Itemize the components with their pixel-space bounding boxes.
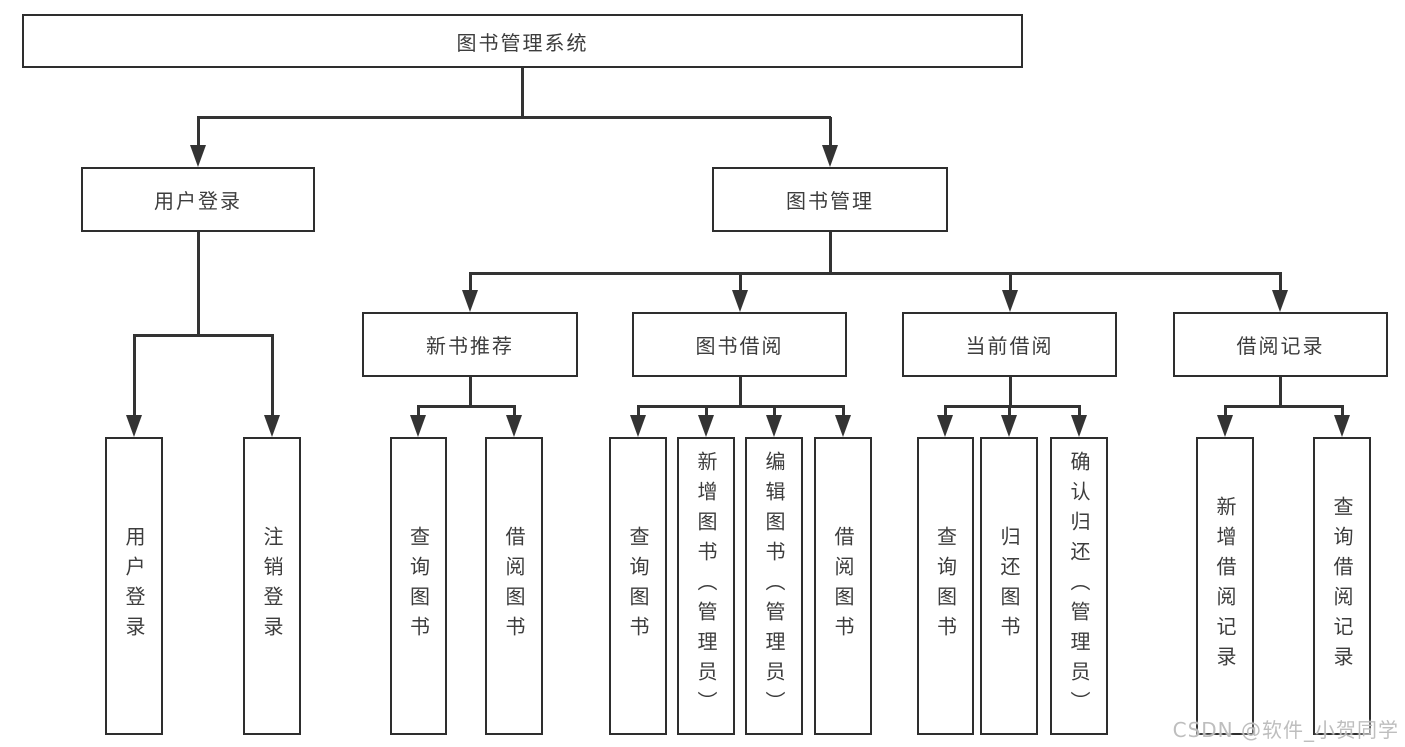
connector-horizontal-line <box>417 405 516 408</box>
connector-vertical-line <box>773 406 776 417</box>
leaf-query-books-borrow: 查询图书 <box>609 437 667 735</box>
node-user-login: 用户登录 <box>81 167 315 232</box>
connector-vertical-line <box>469 377 472 408</box>
connector-horizontal-line <box>133 334 274 337</box>
down-arrowhead-icon <box>766 415 782 437</box>
leaf-confirm-return-admin: 确认归还（管理员） <box>1050 437 1108 735</box>
connector-vertical-line <box>829 232 832 275</box>
connector-vertical-line <box>1341 406 1344 417</box>
connector-vertical-line <box>271 335 274 417</box>
connector-vertical-line <box>1009 273 1012 292</box>
node-new-book-recommendation: 新书推荐 <box>362 312 578 377</box>
connector-vertical-line <box>417 406 420 417</box>
connector-vertical-line <box>197 232 200 337</box>
connector-vertical-line <box>705 406 708 417</box>
down-arrowhead-icon <box>1002 290 1018 312</box>
connector-vertical-line <box>1224 406 1227 417</box>
node-current-borrowing: 当前借阅 <box>902 312 1117 377</box>
leaf-edit-books-admin: 编辑图书（管理员） <box>745 437 803 735</box>
node-book-borrowing-label: 图书借阅 <box>695 334 784 358</box>
connector-vertical-line <box>1078 406 1081 417</box>
node-new-book-recommendation-label: 新书推荐 <box>426 334 514 358</box>
connector-vertical-line <box>1279 377 1282 408</box>
leaf-borrow-books-label: 借阅图书 <box>831 526 855 646</box>
leaf-logout-label: 注销登录 <box>260 526 284 646</box>
down-arrowhead-icon <box>835 415 851 437</box>
down-arrowhead-icon <box>462 290 478 312</box>
connector-vertical-line <box>1008 406 1011 417</box>
leaf-edit-books-admin-label: 编辑图书（管理员） <box>762 451 786 721</box>
leaf-add-books-admin: 新增图书（管理员） <box>677 437 735 735</box>
leaf-logout: 注销登录 <box>243 437 301 735</box>
leaf-user-login: 用户登录 <box>105 437 163 735</box>
leaf-add-books-admin-label: 新增图书（管理员） <box>694 451 718 721</box>
down-arrowhead-icon <box>410 415 426 437</box>
connector-vertical-line <box>1279 273 1282 292</box>
connector-horizontal-line <box>197 116 831 119</box>
node-library-management-system-label: 图书管理系统 <box>456 30 589 55</box>
connector-vertical-line <box>842 406 845 417</box>
down-arrowhead-icon <box>1001 415 1017 437</box>
connector-vertical-line <box>469 273 472 292</box>
leaf-query-borrow-record-label: 查询借阅记录 <box>1330 496 1354 676</box>
leaf-confirm-return-admin-label: 确认归还（管理员） <box>1067 451 1091 721</box>
connector-vertical-line <box>944 406 947 417</box>
node-book-management-label: 图书管理 <box>786 189 874 213</box>
node-user-login-label: 用户登录 <box>154 189 242 213</box>
connector-vertical-line <box>197 117 200 147</box>
csdn-watermark: CSDN @软件_小贺同学 <box>1172 718 1399 742</box>
down-arrowhead-icon <box>1272 290 1288 312</box>
down-arrowhead-icon <box>1334 415 1350 437</box>
down-arrowhead-icon <box>698 415 714 437</box>
connector-vertical-line <box>739 273 742 292</box>
connector-vertical-line <box>829 117 832 147</box>
node-book-borrowing: 图书借阅 <box>632 312 847 377</box>
down-arrowhead-icon <box>264 415 280 437</box>
connector-horizontal-line <box>1224 405 1344 408</box>
down-arrowhead-icon <box>822 145 838 167</box>
leaf-query-borrow-record: 查询借阅记录 <box>1313 437 1371 735</box>
node-borrowing-records-label: 借阅记录 <box>1236 334 1325 358</box>
down-arrowhead-icon <box>506 415 522 437</box>
leaf-add-borrow-record: 新增借阅记录 <box>1196 437 1254 735</box>
down-arrowhead-icon <box>1217 415 1233 437</box>
connector-horizontal-line <box>944 405 1081 408</box>
down-arrowhead-icon <box>126 415 142 437</box>
down-arrowhead-icon <box>630 415 646 437</box>
leaf-return-books-label: 归还图书 <box>997 526 1021 646</box>
leaf-return-books: 归还图书 <box>980 437 1038 735</box>
connector-vertical-line <box>133 335 136 417</box>
connector-vertical-line <box>521 68 524 119</box>
node-book-management: 图书管理 <box>712 167 948 232</box>
connector-vertical-line <box>1009 377 1012 408</box>
connector-horizontal-line <box>637 405 845 408</box>
leaf-user-login-label: 用户登录 <box>122 526 146 646</box>
leaf-borrow-books-recommend-label: 借阅图书 <box>502 526 526 646</box>
leaf-query-books-current-label: 查询图书 <box>933 526 958 646</box>
connector-horizontal-line <box>469 272 1282 275</box>
down-arrowhead-icon <box>190 145 206 167</box>
leaf-query-books-borrow-label: 查询图书 <box>626 526 650 646</box>
leaf-query-books-current: 查询图书 <box>917 437 974 735</box>
connector-vertical-line <box>739 377 742 408</box>
node-library-management-system: 图书管理系统 <box>22 14 1023 68</box>
connector-vertical-line <box>637 406 640 417</box>
connector-vertical-line <box>513 406 516 417</box>
leaf-borrow-books: 借阅图书 <box>814 437 872 735</box>
leaf-query-books-recommend-label: 查询图书 <box>406 526 431 646</box>
leaf-query-books-recommend: 查询图书 <box>390 437 447 735</box>
down-arrowhead-icon <box>1071 415 1087 437</box>
leaf-add-borrow-record-label: 新增借阅记录 <box>1213 496 1237 676</box>
leaf-borrow-books-recommend: 借阅图书 <box>485 437 543 735</box>
down-arrowhead-icon <box>937 415 953 437</box>
down-arrowhead-icon <box>732 290 748 312</box>
node-current-borrowing-label: 当前借阅 <box>965 334 1054 358</box>
node-borrowing-records: 借阅记录 <box>1173 312 1388 377</box>
